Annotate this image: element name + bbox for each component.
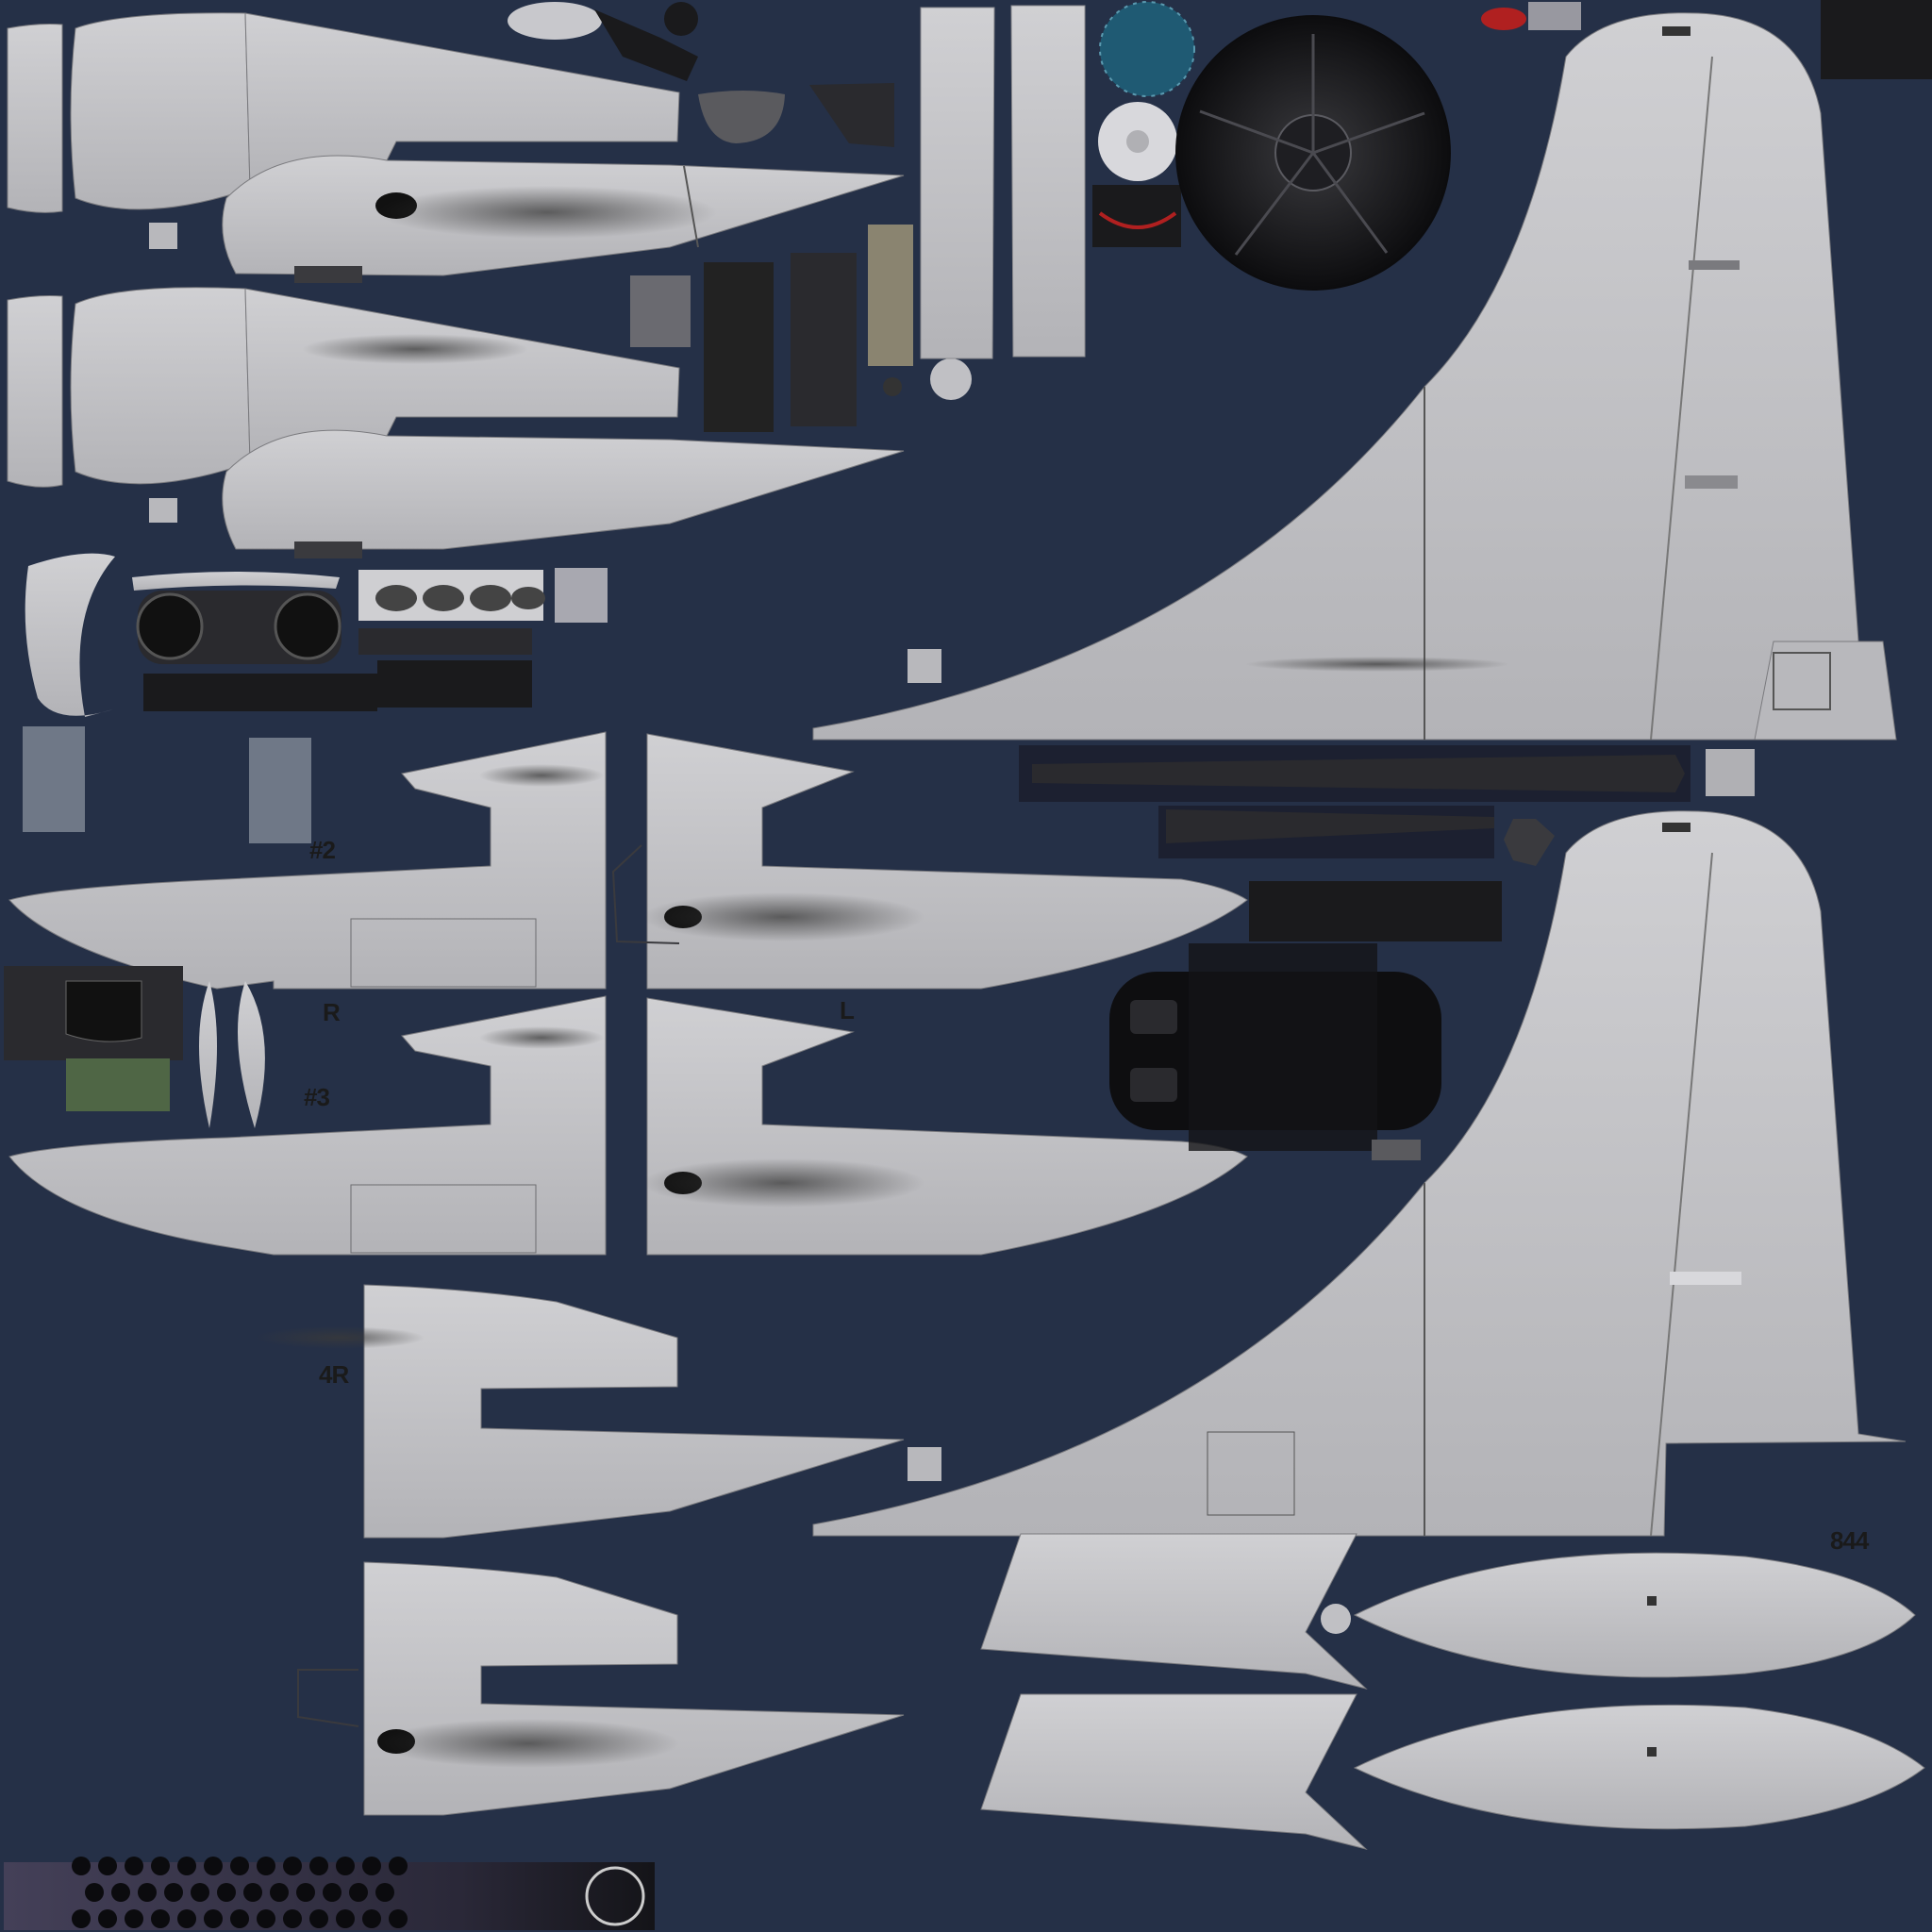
exhaust-parts: [508, 2, 894, 147]
label-nacelle-4r: 4R: [319, 1360, 349, 1389]
vertical-stabilizer-lower: [812, 810, 1907, 1537]
nacelle-3-left: [641, 997, 1248, 1256]
turbo-supercharger: [1109, 943, 1441, 1160]
nacelle-cowling-upper: [7, 12, 905, 283]
propeller-blades: [920, 5, 1086, 359]
nacelle-cowling-lower: [7, 287, 905, 558]
slate-swatches: [23, 726, 311, 843]
cowl-ring-parts: [25, 553, 377, 717]
oil-cooler-panels: [630, 225, 972, 432]
nacelle-2-left: [611, 733, 1248, 990]
swatch-squares: [908, 649, 1755, 1481]
label-tail-number: 844: [1830, 1526, 1869, 1555]
oil-cooler-box: [4, 966, 265, 1128]
radial-engine: [1175, 15, 1451, 291]
label-nacelle-2: #2: [309, 836, 336, 864]
label-nacelle-3: #3: [304, 1083, 330, 1111]
wing-fillet-panels: [980, 1533, 1368, 1850]
red-nav-light: [1481, 0, 1932, 79]
nacelle-2-right: [8, 731, 607, 990]
label-side-left: L: [840, 996, 855, 1024]
nacelle-3-right: [8, 995, 607, 1256]
spinner-discs: [1092, 1, 1195, 247]
nacelle-lower-outboard: [297, 1561, 905, 1816]
exhaust-collector-bar: [4, 1857, 655, 1930]
drop-tanks: [1321, 1552, 1925, 1830]
nacelle-4r: [255, 1284, 905, 1539]
exhaust-flap-strip: [358, 568, 608, 708]
label-side-right: R: [323, 998, 341, 1026]
gear-door-strips: [1019, 745, 1690, 941]
vertical-stabilizer-upper: [812, 12, 1897, 741]
